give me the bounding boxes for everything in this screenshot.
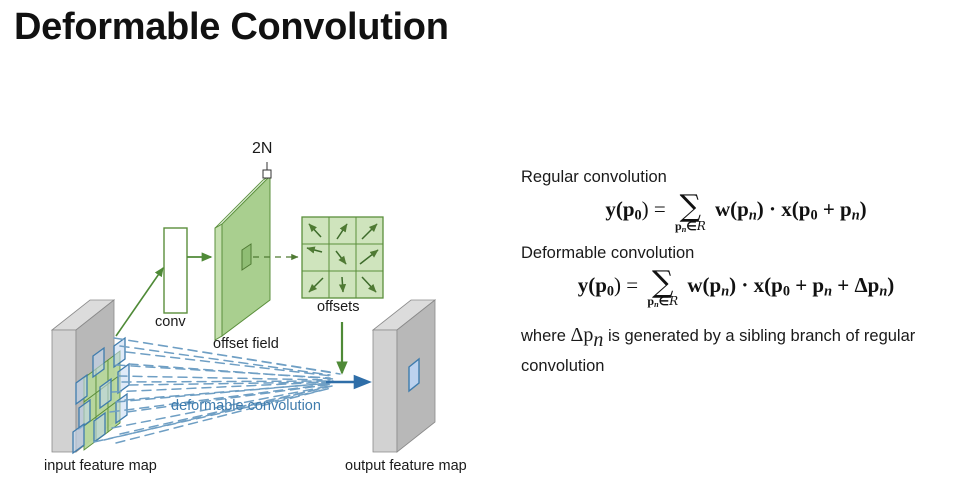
deformable-convolution-formula: y(p0) = ∑ pn∈R w(pn) · x(p0 + pn + Δpn) <box>521 267 951 308</box>
where-explanation: where Δpn is generated by a sibling bran… <box>521 321 951 379</box>
equations-panel: Regular convolution y(p0) = ∑ pn∈R w(pn)… <box>521 168 951 379</box>
input-feature-map-label: input feature map <box>44 458 157 474</box>
output-pixel <box>408 357 420 393</box>
sum-sub-p: p <box>675 218 682 233</box>
regular-rhs-sub3: n <box>851 207 860 224</box>
deformable-lhs-sub: 0 <box>606 283 615 300</box>
output-feature-map-shape <box>371 299 437 453</box>
deformable-rhs-end: ) <box>887 272 895 297</box>
page-title: Deformable Convolution <box>14 6 449 48</box>
regular-lhs-sub: 0 <box>634 207 642 224</box>
conv-label: conv <box>155 314 186 330</box>
sum-sub-r: R <box>696 218 706 233</box>
regular-lhs: y(p <box>605 197 635 222</box>
offsets-grid <box>301 216 384 299</box>
deformable-rhs-sub3: n <box>824 283 833 300</box>
summation-subscript: pn∈R <box>675 220 706 234</box>
deformable-convolution-label: deformable convolution <box>171 398 321 414</box>
two-n-pointer <box>262 162 272 179</box>
sum2-sub-r: R <box>669 294 679 309</box>
regular-rhs-end: ) <box>859 197 867 222</box>
two-n-label: 2N <box>252 140 273 157</box>
deformable-rhs-mid: ) · x(p <box>729 272 783 297</box>
deformable-lhs: y(p <box>577 272 607 297</box>
sum2-sub-in: ∈ <box>658 294 670 309</box>
regular-rhs: w(p <box>714 197 749 222</box>
conv-box <box>163 227 188 314</box>
offset-vectors <box>306 223 379 293</box>
sum2-sub-n: n <box>654 300 659 310</box>
offset-field-cell <box>241 243 252 271</box>
deformable-convolution-fan <box>93 337 341 444</box>
regular-rhs-sub: n <box>748 207 757 224</box>
deformable-convolution-heading: Deformable convolution <box>521 243 695 262</box>
where-after: is generated by a sibling branch of regu… <box>521 327 916 376</box>
offsets-label: offsets <box>317 299 360 315</box>
diagram-svg <box>50 162 437 455</box>
delta-p-symbol: Δp <box>570 324 594 347</box>
offset-field-label: offset field <box>213 336 279 352</box>
deformable-rhs-plus: + p <box>789 272 825 297</box>
deformable-extra-plus: + Δp <box>832 272 880 297</box>
sigma-icon-2: ∑ <box>652 264 674 300</box>
sum-sub-in: ∈ <box>686 218 697 233</box>
deformable-lhs-end: ) = <box>614 272 639 297</box>
deformable-rhs-sub: n <box>721 283 730 300</box>
regular-convolution-formula: y(p0) = ∑ pn∈R w(pn) · x(p0 + pn) <box>521 189 951 234</box>
output-feature-map-label: output feature map <box>345 458 467 474</box>
deformable-rhs-sub2: 0 <box>782 283 790 300</box>
summation-operator: ∑ pn∈R <box>675 189 706 234</box>
where-before: where <box>521 327 571 346</box>
deformable-convolution-diagram: 2N conv offset field offsets deformable … <box>30 140 510 490</box>
deformable-extra-sub: n <box>879 283 888 300</box>
regular-rhs-sub2: 0 <box>810 207 818 224</box>
sigma-icon: ∑ <box>679 189 702 224</box>
regular-convolution-heading: Regular convolution <box>521 168 667 186</box>
deformable-rhs: w(p <box>687 272 722 297</box>
sum-sub-n: n <box>681 224 687 234</box>
summation-operator-2: ∑ pn∈R <box>647 264 678 310</box>
input-to-conv-arrow <box>115 266 164 337</box>
summation-subscript-2: pn∈R <box>647 295 678 309</box>
sum2-sub-p: p <box>647 294 655 309</box>
regular-rhs-plus: + p <box>817 197 852 222</box>
regular-rhs-mid: ) · x(p <box>756 197 811 222</box>
delta-p-subscript: n <box>593 329 604 352</box>
regular-lhs-end: ) = <box>641 197 666 222</box>
